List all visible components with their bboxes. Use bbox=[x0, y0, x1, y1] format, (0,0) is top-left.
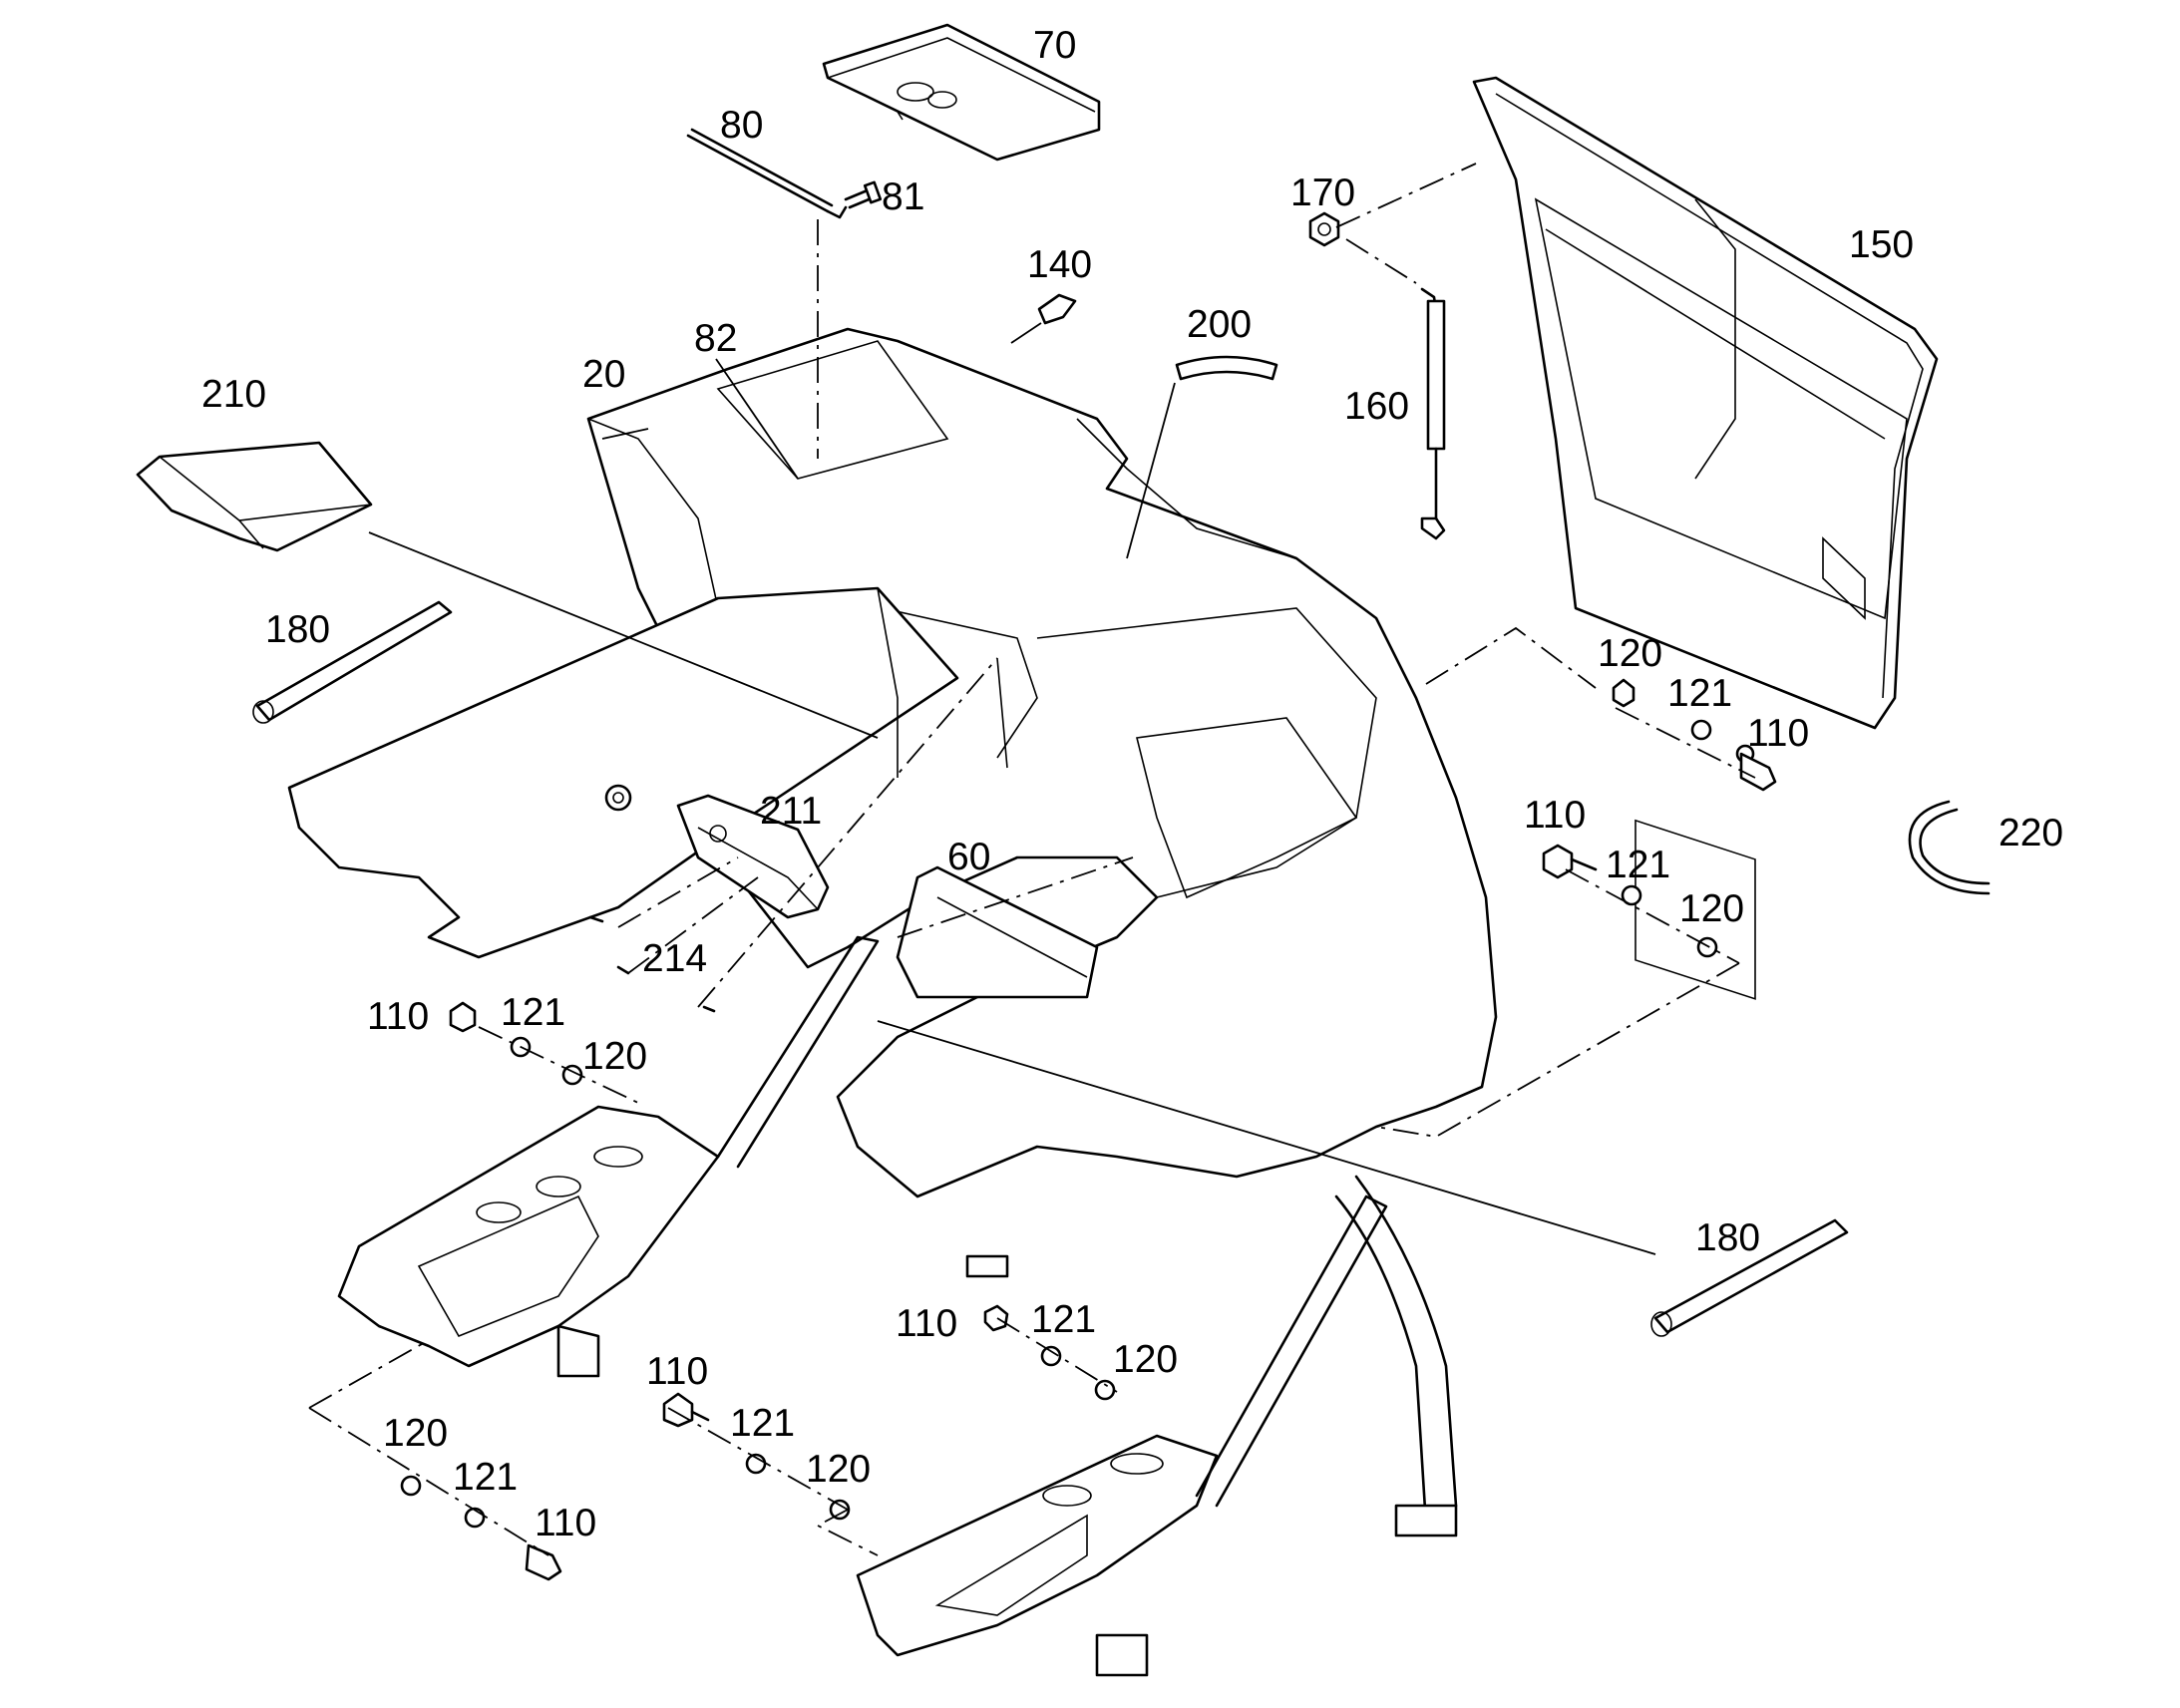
left-side-panel bbox=[287, 586, 1008, 959]
callout-121-right: 121 bbox=[1606, 844, 1670, 886]
callout-81: 81 bbox=[882, 175, 924, 218]
part-170-nut bbox=[1308, 211, 1340, 247]
leader-lines bbox=[368, 322, 1656, 1255]
part-180-tube-lower bbox=[1650, 1218, 1849, 1337]
callout-120-center: 120 bbox=[1113, 1338, 1178, 1381]
left-leg-bracket bbox=[337, 935, 880, 1378]
callout-110-bottom-center: 110 bbox=[646, 1350, 708, 1393]
callout-110-bottom-left: 110 bbox=[535, 1502, 596, 1544]
callout-210: 210 bbox=[201, 373, 266, 416]
callout-121-left-upper: 121 bbox=[501, 991, 565, 1034]
callout-200: 200 bbox=[1187, 303, 1252, 346]
part-81-screw bbox=[844, 180, 883, 209]
callout-120-right: 120 bbox=[1679, 887, 1744, 930]
fastener-set-right bbox=[1542, 844, 1718, 958]
part-210-plate bbox=[136, 441, 373, 552]
callout-121-upper-right: 121 bbox=[1667, 672, 1732, 715]
right-leg-bracket bbox=[856, 1175, 1458, 1677]
callout-120-bottom-center: 120 bbox=[806, 1448, 871, 1491]
callout-140: 140 bbox=[1027, 243, 1092, 286]
part-20-housing bbox=[586, 327, 1498, 1198]
callout-70: 70 bbox=[1033, 24, 1076, 67]
callout-121-center: 121 bbox=[1031, 1298, 1096, 1341]
callout-120-bottom-left: 120 bbox=[383, 1412, 448, 1455]
callout-20: 20 bbox=[582, 353, 625, 396]
part-80-rod bbox=[686, 128, 848, 219]
callout-110-right: 110 bbox=[1524, 794, 1586, 837]
callouts: 70 80 81 140 170 150 200 82 20 210 160 1… bbox=[201, 24, 2063, 1544]
alignment-lines bbox=[308, 163, 1756, 1556]
callout-120-upper-right: 120 bbox=[1598, 632, 1662, 675]
callout-121-bottom-center: 121 bbox=[730, 1402, 795, 1445]
callout-82: 82 bbox=[694, 317, 737, 360]
part-200-clip bbox=[1175, 355, 1278, 381]
part-211-bracket bbox=[676, 794, 830, 919]
callout-150: 150 bbox=[1849, 223, 1914, 266]
part-214-screws bbox=[588, 915, 716, 1013]
fastener-set-center bbox=[983, 1304, 1116, 1401]
callout-120-left-upper: 120 bbox=[582, 1035, 647, 1078]
grommet bbox=[604, 784, 632, 812]
part-70-tray bbox=[822, 23, 1101, 162]
callout-180-upper: 180 bbox=[265, 608, 330, 651]
callout-220: 220 bbox=[1998, 812, 2063, 854]
part-180-tube-upper bbox=[252, 600, 453, 724]
callout-180-lower: 180 bbox=[1695, 1216, 1760, 1259]
part-60-frame bbox=[896, 865, 1099, 999]
callout-211: 211 bbox=[760, 790, 822, 833]
part-150-door bbox=[1472, 76, 1939, 1000]
part-140-pin bbox=[1037, 293, 1077, 325]
part-220-clamp bbox=[1908, 800, 1991, 895]
part-160-gas-strut bbox=[1420, 287, 1446, 540]
callout-214: 214 bbox=[642, 937, 707, 980]
callout-110-upper-right: 110 bbox=[1747, 712, 1809, 755]
callout-80: 80 bbox=[720, 104, 763, 147]
callout-160: 160 bbox=[1344, 385, 1409, 428]
callout-110-left-upper: 110 bbox=[367, 995, 429, 1038]
callout-121-bottom-left: 121 bbox=[453, 1456, 518, 1499]
callout-110-center: 110 bbox=[896, 1302, 957, 1345]
callout-60: 60 bbox=[947, 836, 990, 878]
fastener-set-upper-right bbox=[1612, 678, 1777, 792]
callout-170: 170 bbox=[1290, 171, 1355, 214]
